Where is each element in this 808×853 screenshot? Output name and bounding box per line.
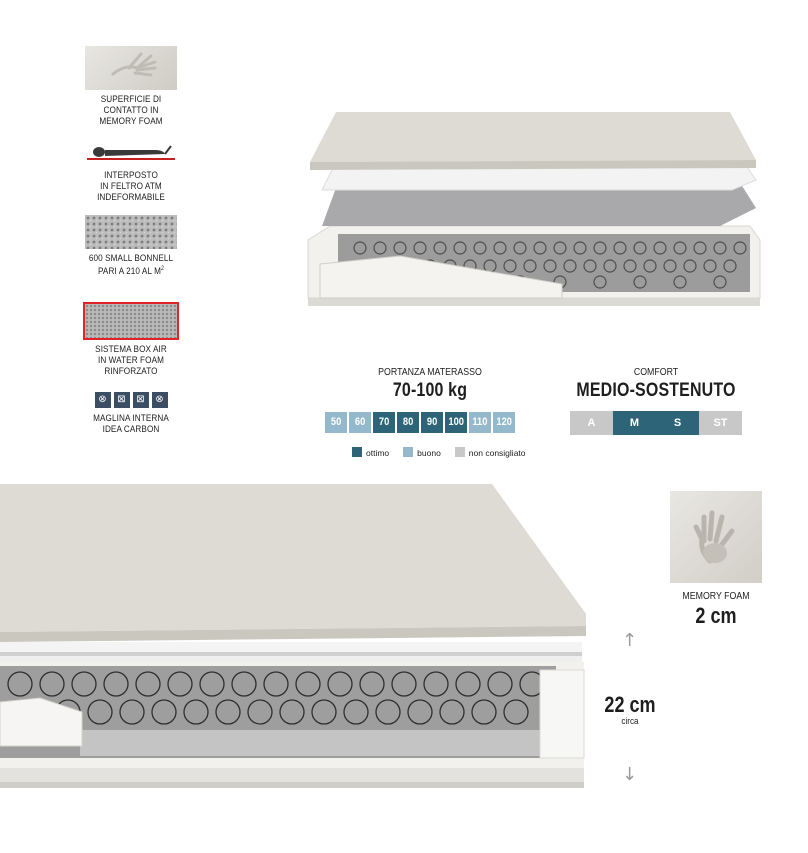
mattress-cross-section [0,484,586,788]
spring-grid-icon [85,215,177,249]
support-scale-cell: 50 [325,412,347,433]
support-legend: ottimo buono non consigliato [352,447,526,458]
support-scale-cell: 90 [421,412,443,433]
support-scale-cell: 70 [373,412,395,433]
arrow-down-icon: ↓ [622,764,638,785]
support-scale: 50 60 70 80 90 100 110 120 [325,412,515,433]
comfort-scale: A M S ST [570,411,742,435]
memory-foam-thickness: 2 cm [695,603,737,628]
comfort-scale-cell: M [613,411,656,435]
support-scale-cell: 120 [493,412,515,433]
feature-box-air: SISTEMA BOX AIR IN WATER FOAM RINFORZATO [70,302,192,377]
feature-caption: SUPERFICIE DI CONTATTO IN MEMORY FOAM [99,94,163,127]
comfort-value: MEDIO-SOSTENUTO [576,380,736,401]
support-title: PORTANZA MATERASSO [378,367,482,378]
feature-bonnell-springs: 600 SMALL BONNELL pari a 210 al m2 [70,215,192,277]
no-mites-icon: ⊠ [113,392,130,408]
support-scale-cell: 100 [445,412,467,433]
legend-swatch [403,447,414,457]
lying-person-icon [85,142,177,162]
mattress-height: 22 cm [604,692,656,717]
mattress-layers-illustration [307,112,761,306]
arrow-up-icon: ↑ [622,630,638,651]
feature-carbon-knit: ⊗ ⊠ ⊠ ⊗ MAGLINA INTERNA IDEA CARBON [70,392,192,435]
feature-memory-foam: SUPERFICIE DI CONTATTO IN MEMORY FOAM [70,46,192,127]
support-scale-cell: 80 [397,412,419,433]
comfort-title: COMFORT [633,367,679,378]
legend-item: non consigliato [454,447,526,458]
support-scale-cell: 110 [469,412,491,433]
feature-caption: INTERPOSTO IN FELTRO ATM INDEFORMABILE [97,170,165,203]
legend-swatch [454,447,465,457]
support-value: 70-100 kg [392,380,468,401]
no-dust-icon: ⊗ [94,392,111,408]
feature-felt-layer: INTERPOSTO IN FELTRO ATM INDEFORMABILE [70,142,192,203]
comfort-scale-cell: ST [699,411,742,435]
comfort-scale-cell: S [656,411,699,435]
feature-caption: SISTEMA BOX AIR IN WATER FOAM RINFORZATO [95,344,167,377]
memory-foam-hand-icon [85,46,177,90]
legend-item: buono [403,447,441,458]
comfort-scale-cell: A [570,411,613,435]
memory-foam-hand-icon [670,491,762,583]
carbon-knit-icons: ⊗ ⊠ ⊠ ⊗ [70,392,192,408]
feature-caption: 600 SMALL BONNELL pari a 210 al m2 [88,253,174,278]
support-scale-cell: 60 [349,412,371,433]
memory-foam-label: MEMORY FOAM [682,591,750,602]
feature-caption: MAGLINA INTERNA IDEA CARBON [93,413,169,435]
legend-item: ottimo [352,447,389,458]
box-air-foam-icon [83,302,179,340]
no-humidity-icon: ⊗ [151,392,168,408]
no-static-icon: ⊠ [132,392,149,408]
mattress-height-note: circa [621,716,639,726]
legend-swatch [352,447,362,457]
